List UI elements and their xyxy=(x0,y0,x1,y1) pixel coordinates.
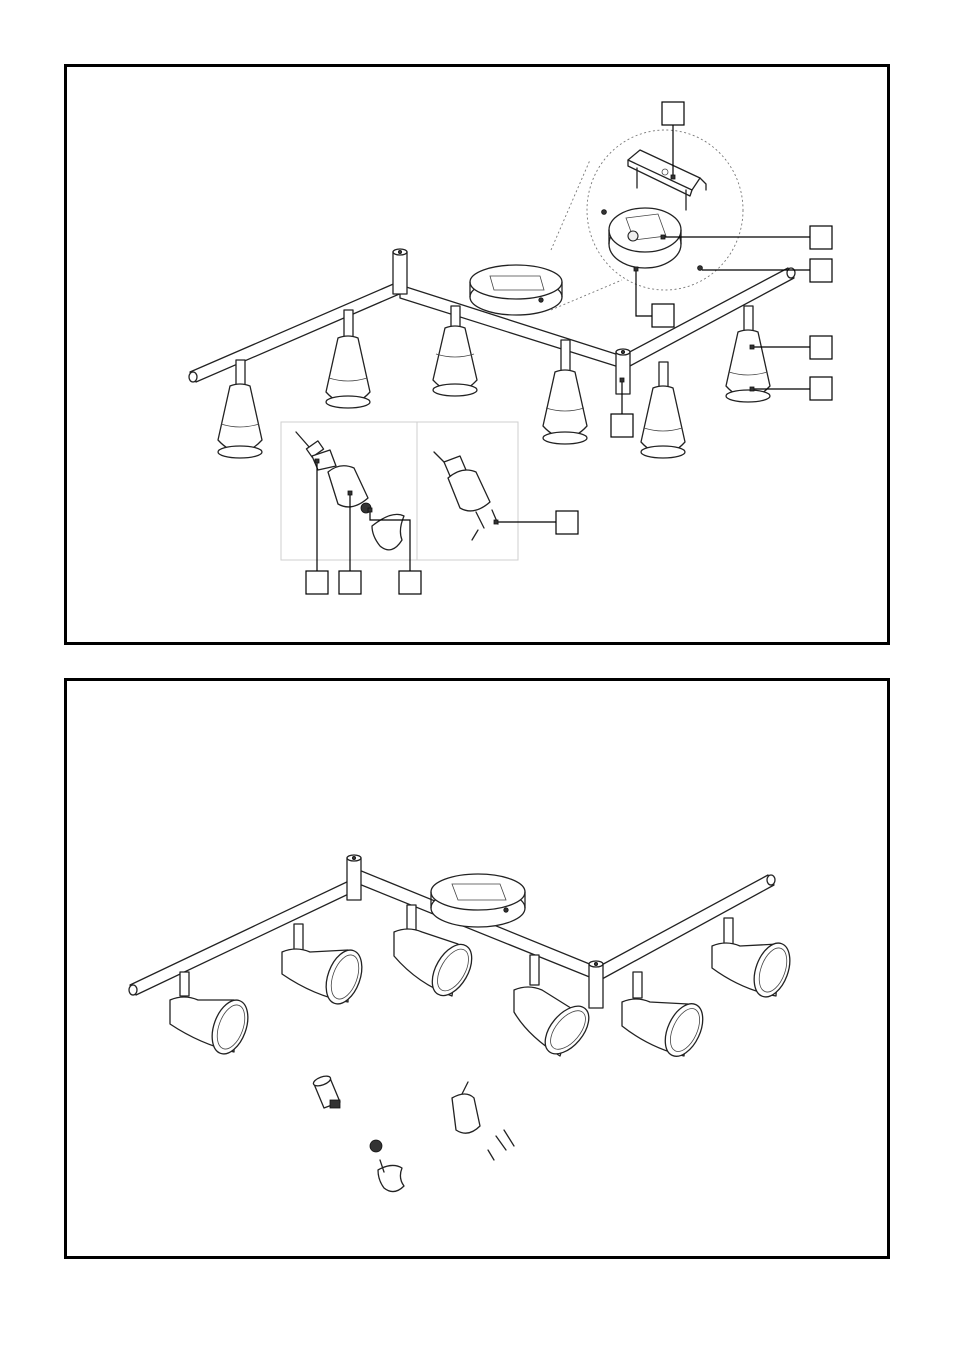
bar-right xyxy=(621,267,795,368)
callout-box-7 xyxy=(610,413,634,438)
reflector-cup-2 xyxy=(447,469,491,512)
spot-b-4 xyxy=(513,954,590,1057)
spot-b-2 xyxy=(281,923,363,1005)
bulb-pins xyxy=(475,509,499,529)
spotlight-4 xyxy=(542,339,588,445)
callout-box-9 xyxy=(305,570,329,595)
lamp-holder xyxy=(311,449,337,471)
right-junction-block xyxy=(615,351,631,395)
top-spotlights xyxy=(217,305,771,459)
spotlight-6 xyxy=(725,305,771,403)
left-junction-block xyxy=(392,251,408,295)
callout-box-4 xyxy=(651,303,675,328)
callout-box-5 xyxy=(809,335,833,360)
left-junction-block-b xyxy=(346,857,362,901)
bottom-spotlights xyxy=(169,904,791,1057)
canopy-zoom-detail xyxy=(550,129,744,311)
zoom-circle xyxy=(586,129,744,291)
bulb-b xyxy=(369,1139,383,1153)
canopy-sides xyxy=(469,281,563,298)
arrow xyxy=(471,529,479,541)
callout-box-2 xyxy=(809,225,833,250)
canopy-detail-grommet xyxy=(627,230,639,242)
callout-box-6 xyxy=(809,376,833,401)
loose-screw-right xyxy=(697,265,703,271)
loose-screw-left xyxy=(601,209,607,215)
spotlight-1 xyxy=(217,359,263,459)
bottom-lamp-fixture xyxy=(128,854,776,1009)
callout-box-3 xyxy=(809,258,833,283)
right-junction-block-b xyxy=(588,963,604,1009)
bracket-screws xyxy=(636,167,687,211)
callout-box-1 xyxy=(661,101,685,126)
left-junction-screw xyxy=(397,249,402,254)
top-callouts xyxy=(305,101,833,595)
callout-box-8 xyxy=(555,510,579,535)
spotlight-3 xyxy=(432,305,478,397)
spotlight-5 xyxy=(640,361,686,459)
bar-left-end-cap xyxy=(188,371,198,383)
callout-box-11 xyxy=(398,570,422,595)
spot-b-3 xyxy=(393,904,473,997)
right-junction-screw xyxy=(621,349,626,354)
spot-b-5 xyxy=(621,971,704,1057)
spotlight-2 xyxy=(325,309,371,409)
hand-icon xyxy=(371,513,405,551)
canopy-terminal xyxy=(489,275,545,291)
hand-icon-b xyxy=(377,1164,405,1193)
canopy-detail-top xyxy=(608,207,682,253)
bottom-parts-detail xyxy=(312,1075,515,1193)
canopy-top-b xyxy=(430,873,526,911)
bar-left xyxy=(189,281,405,383)
reflector-b xyxy=(451,1093,481,1134)
spot-b-1 xyxy=(169,971,249,1055)
callout-box-10 xyxy=(338,570,362,595)
top-lamp-fixture xyxy=(188,248,796,395)
canopy-screw xyxy=(538,297,544,303)
spot-b-6 xyxy=(711,917,791,998)
bulb-change-detail xyxy=(280,421,519,561)
canopy-top xyxy=(469,264,563,300)
reflector-cup xyxy=(327,465,369,508)
